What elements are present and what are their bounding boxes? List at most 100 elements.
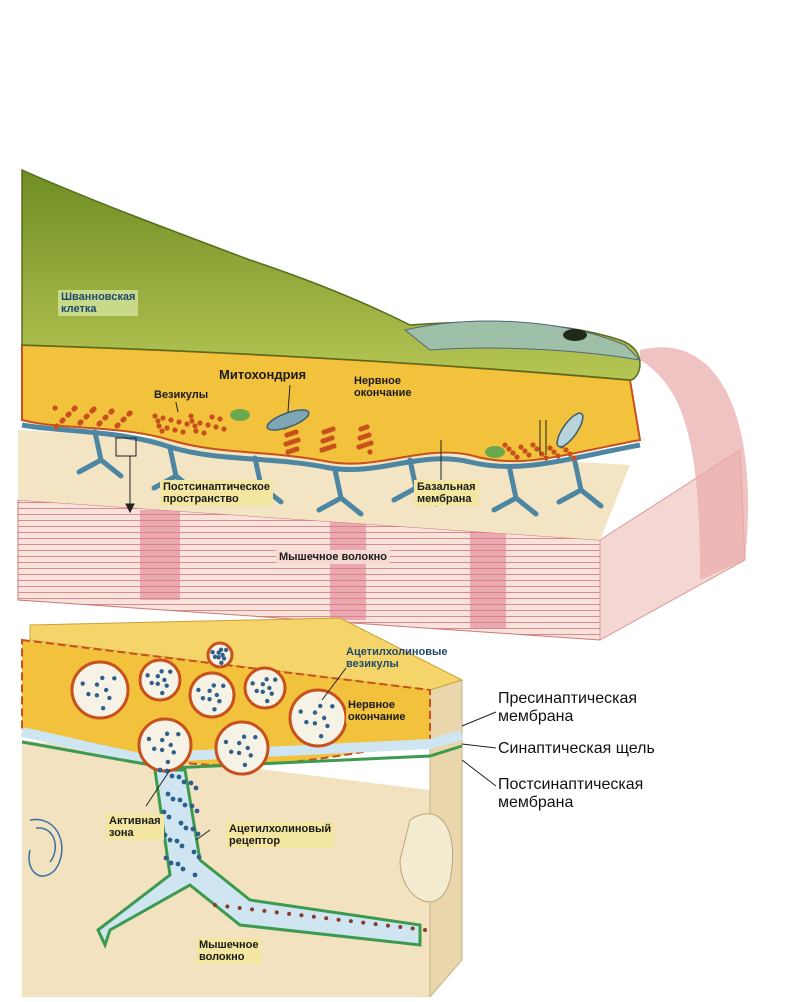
receptor-dot bbox=[287, 911, 292, 916]
label-postsynaptic-membrane: Постсинаптическая мембрана bbox=[498, 776, 644, 811]
receptor-dot bbox=[385, 923, 390, 928]
vesicle bbox=[155, 418, 161, 424]
vesicle bbox=[84, 413, 90, 419]
vesicle bbox=[103, 414, 109, 420]
acetylcholine-molecule bbox=[177, 797, 183, 803]
vesicle bbox=[159, 428, 165, 434]
label-presynaptic-membrane: Пресинаптическая мембрана bbox=[498, 690, 638, 725]
vesicle bbox=[502, 442, 508, 448]
label-postsynaptic-space: Постсинаптическое пространство bbox=[160, 480, 273, 506]
vesicle bbox=[221, 426, 227, 432]
vesicle bbox=[217, 416, 223, 422]
vesicle bbox=[127, 410, 133, 416]
label-ach-vesicles: Ацетилхолиновые везикулы bbox=[346, 646, 448, 670]
acetylcholine-molecule bbox=[165, 791, 171, 797]
label-muscle-fiber-top: Мышечное волокно bbox=[276, 550, 390, 564]
vesicle bbox=[192, 423, 198, 429]
vesicle bbox=[364, 424, 370, 430]
vesicle bbox=[189, 418, 195, 424]
vesicle bbox=[193, 428, 199, 434]
acetylcholine-vesicle bbox=[243, 666, 287, 710]
acetylcholine-vesicle bbox=[206, 641, 234, 669]
acetylcholine-vesicles bbox=[70, 641, 348, 776]
acetylcholine-molecule bbox=[157, 767, 163, 773]
acetylcholine-molecule bbox=[192, 872, 198, 878]
receptor-dot bbox=[213, 903, 217, 907]
acetylcholine-molecule bbox=[175, 861, 181, 867]
vesicle bbox=[180, 429, 186, 435]
vesicle bbox=[555, 453, 561, 459]
vesicle bbox=[534, 446, 540, 452]
vesicle bbox=[152, 413, 158, 419]
muscle-band bbox=[140, 510, 180, 600]
vesicle bbox=[115, 422, 121, 428]
vesicle bbox=[514, 454, 520, 460]
vesicle bbox=[295, 437, 301, 443]
acetylcholine-molecule bbox=[190, 826, 196, 832]
receptor-dot bbox=[423, 928, 427, 932]
vesicle bbox=[176, 419, 182, 425]
vesicle bbox=[91, 406, 97, 412]
receptor-dot bbox=[324, 916, 329, 921]
acetylcholine-molecule bbox=[188, 780, 194, 786]
receptor-dot bbox=[336, 917, 341, 922]
vesicle bbox=[366, 432, 372, 438]
label-vesicles: Везикулы bbox=[152, 388, 211, 402]
vesicle bbox=[368, 440, 374, 446]
acetylcholine-molecule bbox=[170, 796, 176, 802]
postsynaptic-membrane-folds bbox=[21, 422, 641, 473]
vesicle bbox=[52, 405, 58, 411]
receptor-dot bbox=[274, 910, 279, 915]
vesicle bbox=[60, 417, 66, 423]
label-nerve-ending-bottom: Нервное окончание bbox=[346, 698, 408, 724]
muscle-band bbox=[470, 528, 506, 628]
receptor-dot bbox=[348, 919, 353, 924]
receptor-dot bbox=[361, 920, 366, 925]
acetylcholine-molecule bbox=[193, 785, 199, 791]
vesicle bbox=[197, 420, 203, 426]
acetylcholine-molecule bbox=[183, 825, 189, 831]
receptor-dot bbox=[373, 922, 378, 927]
vesicle bbox=[526, 452, 532, 458]
vesicle bbox=[367, 449, 373, 455]
acetylcholine-molecule bbox=[163, 855, 169, 861]
junctional-fold bbox=[556, 459, 604, 509]
vesicle bbox=[539, 451, 545, 457]
vesicle bbox=[156, 423, 162, 429]
receptor-dot bbox=[262, 908, 267, 913]
vesicle bbox=[164, 425, 170, 431]
vesicle bbox=[54, 423, 60, 429]
acetylcholine-molecule bbox=[169, 773, 175, 779]
receptor-dot bbox=[398, 925, 403, 930]
acetylcholine-receptors bbox=[157, 767, 427, 932]
acetylcholine-vesicle bbox=[137, 717, 193, 773]
vesicle bbox=[172, 427, 178, 433]
vesicle bbox=[168, 417, 174, 423]
vesicle bbox=[331, 443, 337, 449]
vesicle bbox=[547, 445, 553, 451]
acetylcholine-molecule bbox=[179, 843, 185, 849]
vesicle bbox=[567, 451, 573, 457]
vesicle bbox=[184, 421, 190, 427]
label-mitochondria: Митохондрия bbox=[216, 368, 310, 382]
label-ach-receptor: Ацетилхолиновый рецептор bbox=[226, 822, 335, 848]
acetylcholine-vesicle bbox=[214, 720, 270, 776]
muscle-fiber-top bbox=[17, 347, 749, 641]
pointer-lines-bottom bbox=[145, 667, 497, 841]
receptor-dot bbox=[237, 905, 242, 910]
acetylcholine-molecule bbox=[182, 802, 188, 808]
vesicle bbox=[522, 448, 528, 454]
schwann-nucleus bbox=[563, 329, 587, 341]
acetylcholine-molecule bbox=[161, 809, 167, 815]
label-muscle-fiber-bottom: Мышечное волокно bbox=[196, 938, 262, 964]
acetylcholine-molecule bbox=[166, 814, 172, 820]
acetylcholine-molecule bbox=[191, 849, 197, 855]
vesicle bbox=[293, 429, 299, 435]
vesicle bbox=[121, 416, 127, 422]
vesicle bbox=[530, 442, 536, 448]
acetylcholine-molecule bbox=[196, 854, 202, 860]
label-basal-membrane: Базальная мембрана bbox=[414, 480, 479, 506]
acetylcholine-vesicle bbox=[70, 660, 130, 720]
vesicle bbox=[109, 408, 115, 414]
